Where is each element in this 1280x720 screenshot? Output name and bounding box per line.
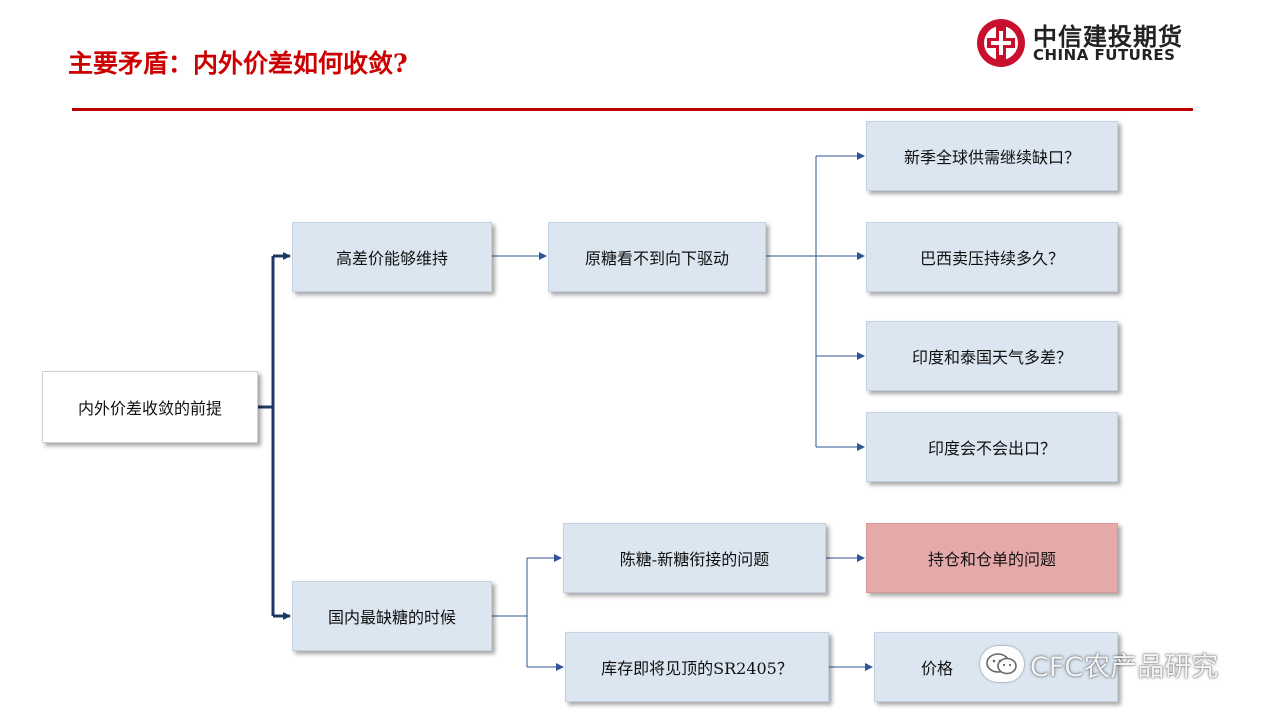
node-supply-gap-question: 新季全球供需继续缺口？ [866,121,1118,191]
header-divider [72,108,1193,111]
node-price-label: 价格 [921,659,954,678]
node-old-new-sugar: 陈糖-新糖衔接的问题 [563,523,826,593]
node-positions-receipts: 持仓和仓单的问题 [866,523,1118,593]
node-brazil-question: 巴西卖压持续多久？ [866,222,1118,292]
logo-english-name: CHINA FUTURES [1033,46,1176,64]
node-domestic-shortage: 国内最缺糖的时候 [292,581,492,651]
node-raw-sugar: 原糖看不到向下驱动 [548,222,766,292]
node-india-thai-weather-question: 印度和泰国天气多差？ [866,321,1118,391]
wechat-icon [980,646,1024,682]
watermark: CFC农产品研究 [980,642,1218,686]
node-inventory-sr2405: 库存即将见顶的SR2405？ [565,632,829,702]
logo-chinese-name: 中信建投期货 [1033,23,1183,51]
sub-branch-connectors [492,152,873,671]
citic-logo-icon [977,19,1025,67]
root-branch-connector [258,252,291,620]
brand-logo: 中信建投期货 CHINA FUTURES [975,17,1195,69]
node-india-export-question: 印度会不会出口？ [866,412,1118,482]
watermark-text: CFC农产品研究 [1030,651,1219,683]
node-high-spread: 高差价能够维持 [292,222,492,292]
root-node: 内外价差收敛的前提 [42,371,258,443]
page-title: 主要矛盾：内外价差如何收敛? [68,49,408,78]
